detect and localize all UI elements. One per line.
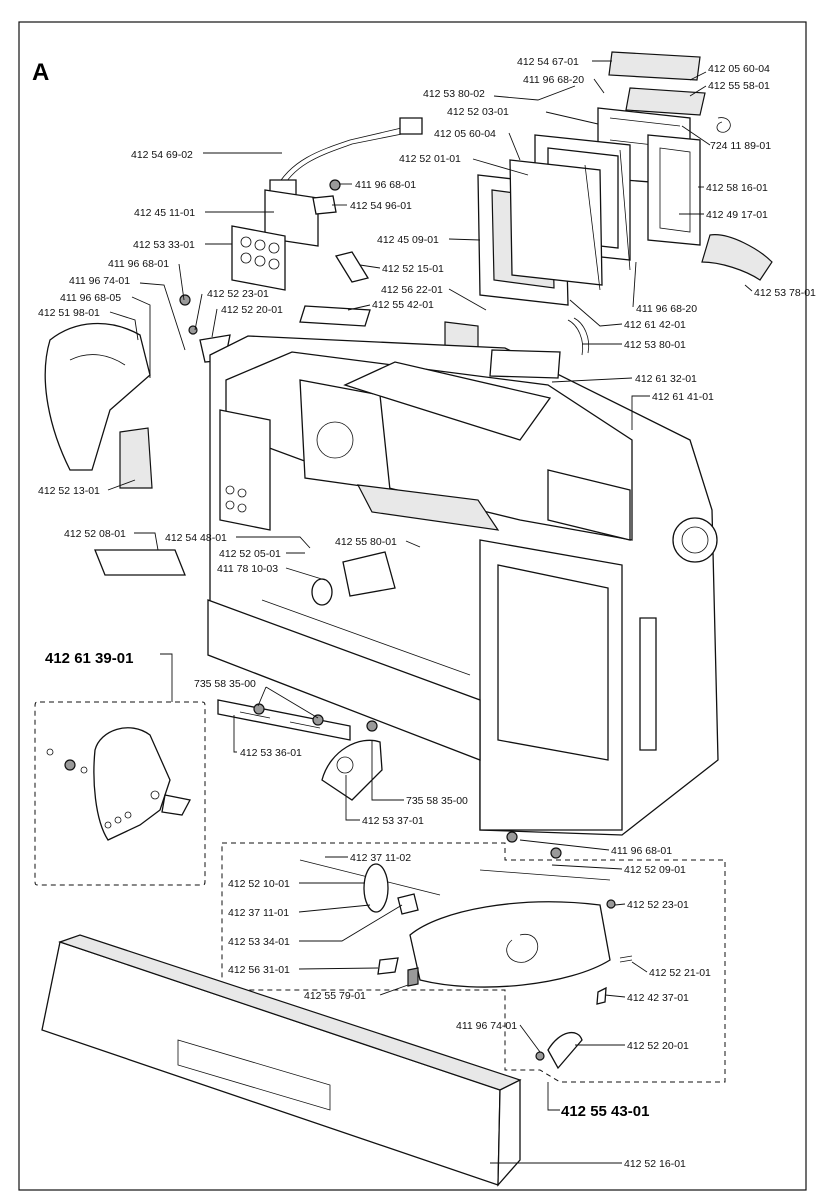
part-label: 412 42 37-01 xyxy=(627,992,689,1004)
part-label: 411 96 68-20 xyxy=(523,74,584,86)
machine-body xyxy=(207,335,719,836)
part-label: 412 05 60-04 xyxy=(434,128,496,140)
part-label: 412 37 11-02 xyxy=(350,852,411,864)
part-label: 412 53 37-01 xyxy=(362,815,424,827)
part-label: 412 51 98-01 xyxy=(38,307,100,319)
part-label: 412 05 60-04 xyxy=(708,63,770,75)
assembly-label: 412 61 39-01 xyxy=(45,650,133,667)
part-label: 412 53 80-01 xyxy=(624,339,686,351)
leader-lines xyxy=(107,60,753,1164)
part-label: 412 55 58-01 xyxy=(708,80,770,92)
part-labels: 412 54 67-01 412 05 60-04 411 96 68-20 4… xyxy=(38,56,816,1170)
part-label: 412 52 10-01 xyxy=(228,878,290,890)
part-label: 412 54 67-01 xyxy=(517,56,579,68)
part-label: 411 96 68-01 xyxy=(355,179,416,191)
part-label: 412 52 01-01 xyxy=(399,153,461,165)
part-label: 412 45 09-01 xyxy=(377,234,439,246)
part-label: 412 61 41-01 xyxy=(652,391,714,403)
part-label: 412 55 79-01 xyxy=(304,990,366,1002)
part-label: 412 55 42-01 xyxy=(372,299,434,311)
part-label: 412 53 80-02 xyxy=(423,88,485,100)
lower-parts xyxy=(217,699,383,801)
part-label: 412 52 20-01 xyxy=(627,1040,689,1052)
part-label: 412 52 09-01 xyxy=(624,864,686,876)
part-label: 411 96 74-01 xyxy=(69,275,130,287)
sheet-frame xyxy=(18,21,807,1191)
part-label: 412 58 16-01 xyxy=(706,182,768,194)
part-label: 412 52 23-01 xyxy=(207,288,269,300)
assembly-label: 412 55 43-01 xyxy=(561,1103,649,1120)
part-label: 412 52 20-01 xyxy=(221,304,283,316)
part-label: 411 96 68-01 xyxy=(611,845,672,857)
parts-artwork xyxy=(44,51,773,576)
part-label: 412 53 34-01 xyxy=(228,936,290,948)
part-label: 412 49 17-01 xyxy=(706,209,768,221)
part-label: 412 52 21-01 xyxy=(649,967,711,979)
part-label: 412 52 03-01 xyxy=(447,106,509,118)
part-label: 724 11 89-01 xyxy=(710,140,771,152)
part-label: 412 56 22-01 xyxy=(381,284,443,296)
part-label: 412 53 78-01 xyxy=(754,287,816,299)
part-label: 411 96 68-20 xyxy=(636,303,697,315)
part-label: 412 53 36-01 xyxy=(240,747,302,759)
part-label: 412 55 80-01 xyxy=(335,536,397,548)
part-label: 412 52 16-01 xyxy=(624,1158,686,1170)
part-label: 412 45 11-01 xyxy=(134,207,195,219)
part-label: 412 52 05-01 xyxy=(219,548,281,560)
inset-assembly-2 xyxy=(221,831,726,1111)
part-label: 735 58 35-00 xyxy=(194,678,256,690)
inset-assembly-1 xyxy=(34,653,206,886)
part-label: 412 54 48-01 xyxy=(165,532,227,544)
part-label: 411 96 68-01 xyxy=(108,258,169,270)
part-label: 411 96 68-05 xyxy=(60,292,121,304)
part-label: 411 78 10-03 xyxy=(217,563,278,575)
part-label: 412 52 13-01 xyxy=(38,485,100,497)
part-label: 412 54 96-01 xyxy=(350,200,412,212)
part-label: 412 53 33-01 xyxy=(133,239,195,251)
front-cover xyxy=(41,934,522,1187)
part-label: 412 37 11-01 xyxy=(228,907,289,919)
part-label: 412 61 42-01 xyxy=(624,319,686,331)
part-label: 411 96 74-01 xyxy=(456,1020,517,1032)
part-label: 735 58 35-00 xyxy=(406,795,468,807)
part-label: 412 52 23-01 xyxy=(627,899,689,911)
part-label: 412 52 15-01 xyxy=(382,263,444,275)
part-label: 412 61 32-01 xyxy=(635,373,697,385)
part-label: 412 52 08-01 xyxy=(64,528,126,540)
sheet-label: A xyxy=(32,59,49,86)
part-label: 412 56 31-01 xyxy=(228,964,290,976)
part-label: 412 54 69-02 xyxy=(131,149,193,161)
